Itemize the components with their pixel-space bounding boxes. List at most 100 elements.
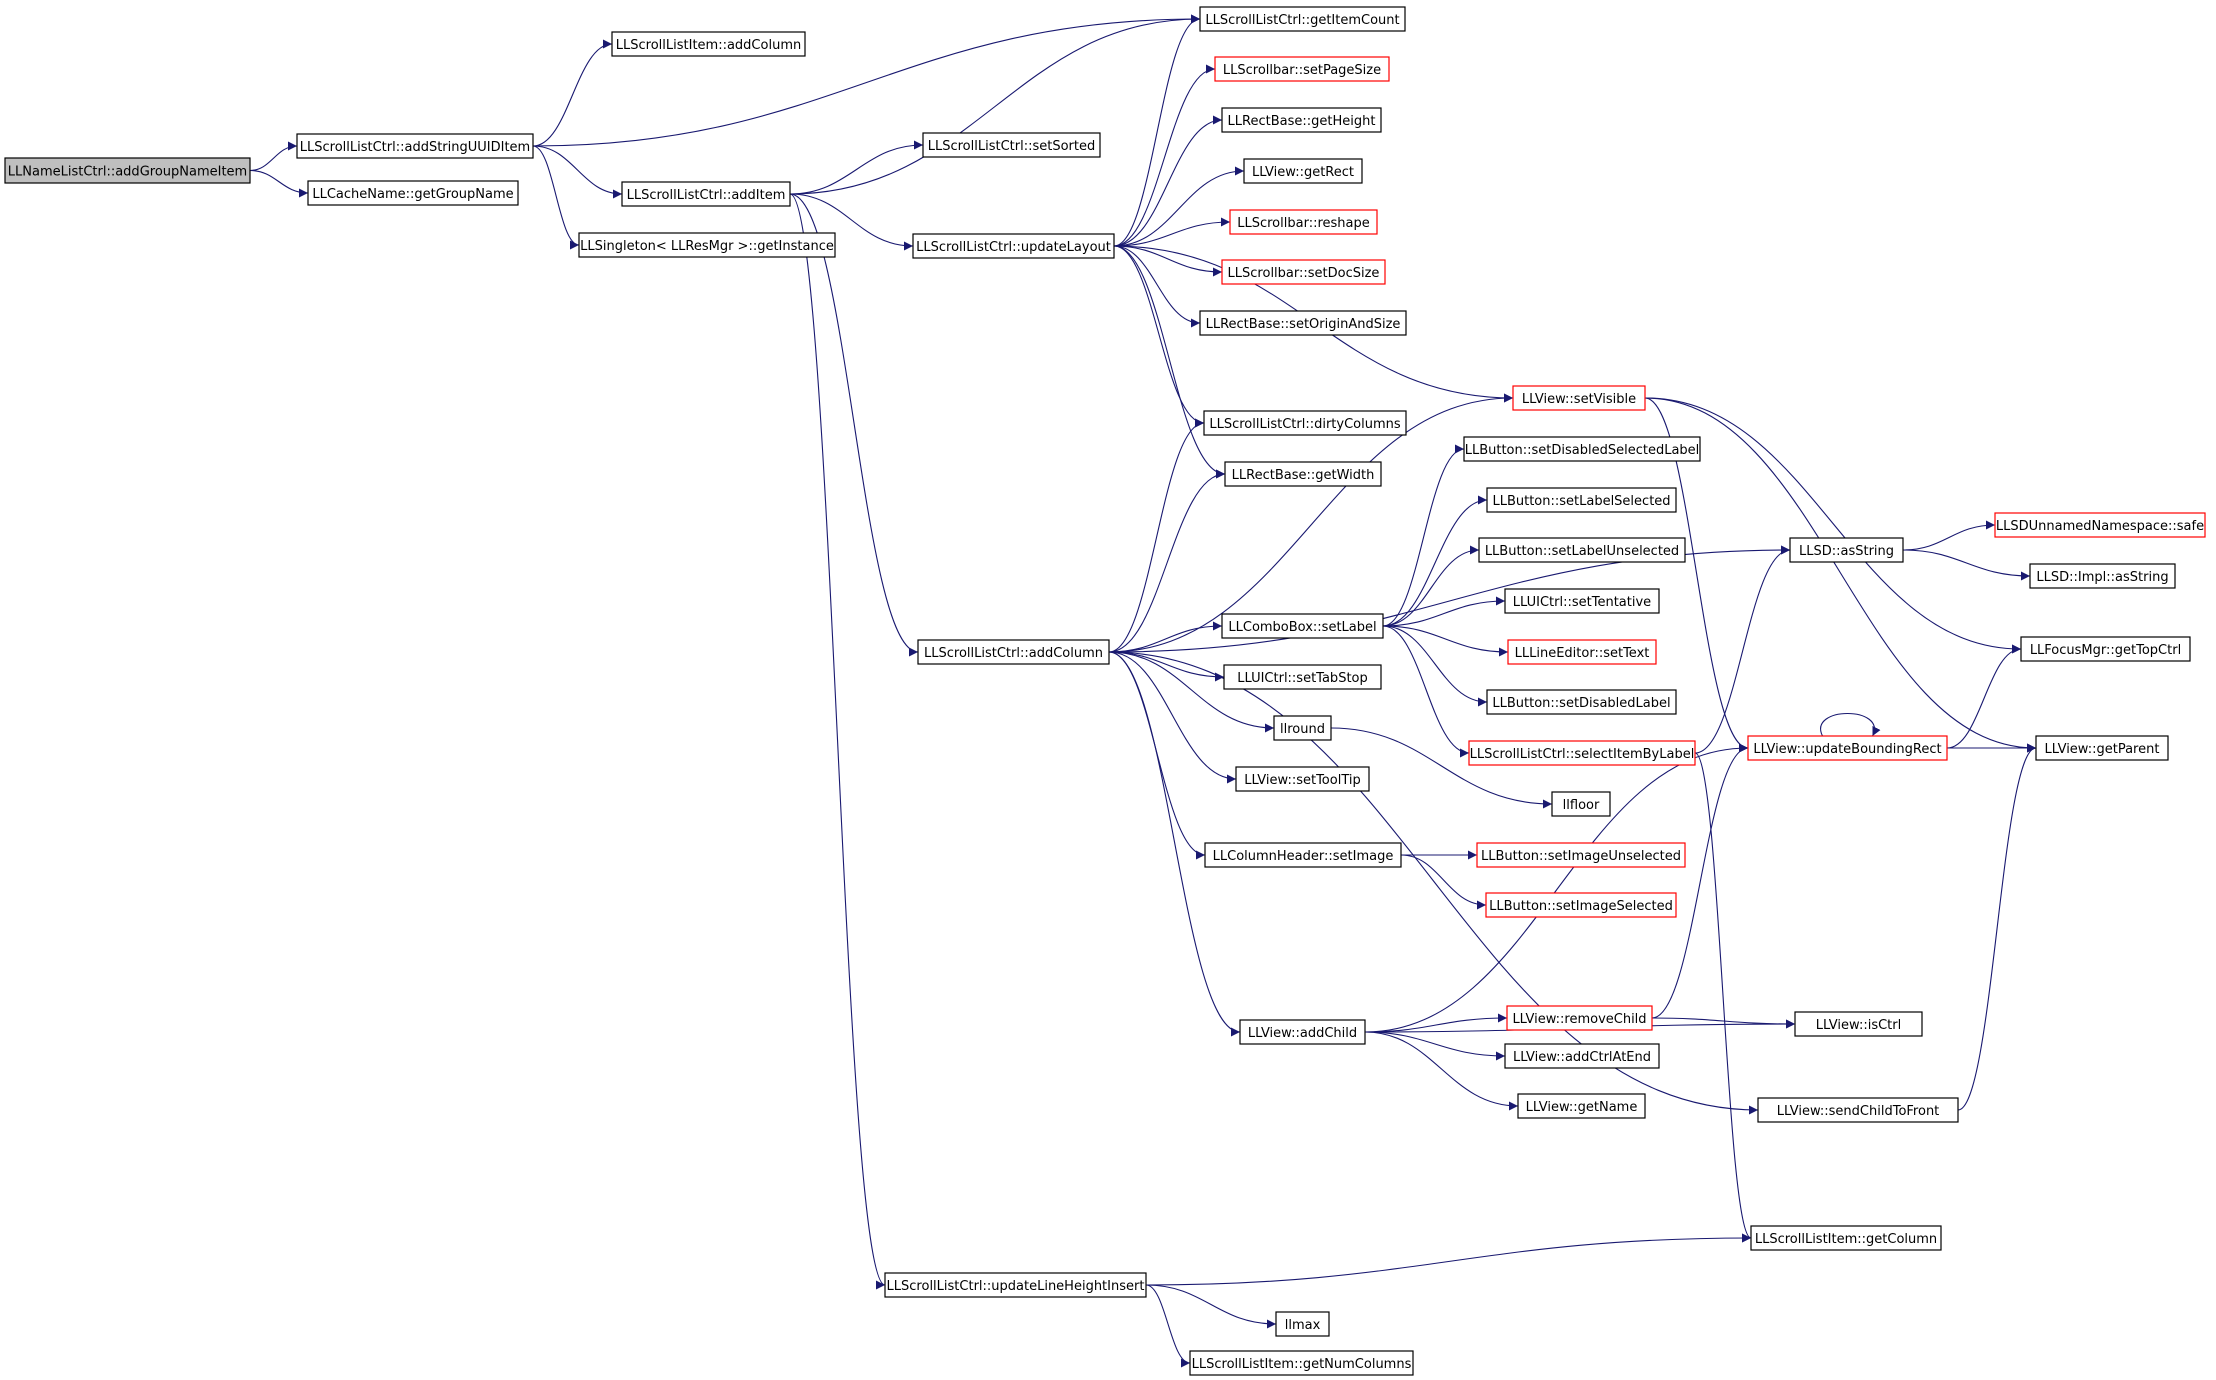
node-box xyxy=(1273,715,1332,741)
node-llrectbase-getheight[interactable]: LLRectBase::getHeight xyxy=(1221,107,1382,133)
node-llbutton-setimageselected[interactable]: LLButton::setImageSelected xyxy=(1485,892,1677,918)
node-llscrolllistctrl-dirtycolumns[interactable]: LLScrollListCtrl::dirtyColumns xyxy=(1203,410,1407,436)
node-llcolumnheader-setimage[interactable]: LLColumnHeader::setImage xyxy=(1204,842,1402,868)
node-llscrolllistctrl-addstringuuiditem[interactable]: LLScrollListCtrl::addStringUUIDItem xyxy=(296,133,534,159)
node-llrectbase-setoriginandsize[interactable]: LLRectBase::setOriginAndSize xyxy=(1199,310,1407,336)
node-box xyxy=(1507,639,1657,665)
node-llsd-impl-asstring[interactable]: LLSD::Impl::asString xyxy=(2029,563,2176,589)
node-box xyxy=(2020,636,2191,662)
node-llview-sendchildtofront[interactable]: LLView::sendChildToFront xyxy=(1757,1097,1959,1123)
edge-llcombobox-setlabel-to-llbutton-setdisabledselectedlabel xyxy=(1382,444,1465,627)
node-label: LLScrollListItem::getNumColumns xyxy=(1192,1357,1412,1372)
node-box xyxy=(1214,56,1390,82)
node-llview-removechild[interactable]: LLView::removeChild xyxy=(1506,1005,1653,1031)
node-box xyxy=(1994,512,2206,538)
node-label: LLButton::setImageSelected xyxy=(1489,899,1673,914)
node-llbutton-setimageunselected[interactable]: LLButton::setImageUnselected xyxy=(1476,842,1686,868)
node-box xyxy=(307,180,519,206)
node-llscrolllistctrl-updatelayout[interactable]: LLScrollListCtrl::updateLayout xyxy=(912,233,1115,259)
edge-llnamelistctrl-addgroupnameitem-to-llcachename-getgroupname xyxy=(249,169,309,198)
edge-llview-setvisible-to-llview-updateboundingrect xyxy=(1644,397,1749,753)
node-box xyxy=(611,31,806,57)
node-lluictrl-settentative[interactable]: LLUICtrl::setTentative xyxy=(1504,588,1660,614)
edge-llcolumnheader-setimage-to-llbutton-setimageselected xyxy=(1400,854,1487,910)
node-label: LLView::getParent xyxy=(2045,742,2160,757)
node-box xyxy=(1199,310,1407,336)
node-label: LLSD::Impl::asString xyxy=(2036,570,2168,585)
edge-llview-setvisible-to-llview-getparent xyxy=(1644,397,2037,753)
node-llscrollbar-reshape[interactable]: LLScrollbar::reshape xyxy=(1229,209,1378,235)
node-llscrolllistitem-getnumcolumns[interactable]: LLScrollListItem::getNumColumns xyxy=(1189,1350,1414,1376)
node-llround[interactable]: llround xyxy=(1273,715,1332,741)
node-llscrollbar-setdocsize[interactable]: LLScrollbar::setDocSize xyxy=(1221,259,1386,285)
edge-llscrolllistctrl-addcolumn-to-llcombobox-setlabel xyxy=(1108,621,1223,653)
node-llsd-asstring[interactable]: LLSD::asString xyxy=(1789,537,1904,563)
node-llscrolllistctrl-addcolumn[interactable]: LLScrollListCtrl::addColumn xyxy=(917,639,1110,665)
node-llscrolllistitem-getcolumn[interactable]: LLScrollListItem::getColumn xyxy=(1750,1225,1942,1251)
node-llview-getname[interactable]: LLView::getName xyxy=(1517,1093,1646,1119)
node-llscrollbar-setpagesize[interactable]: LLScrollbar::setPageSize xyxy=(1214,56,1390,82)
node-box xyxy=(1189,1350,1414,1376)
edge-llcombobox-setlabel-to-llbutton-setlabelunselected xyxy=(1382,545,1480,627)
node-box xyxy=(1463,436,1701,462)
node-llview-setvisible[interactable]: LLView::setVisible xyxy=(1512,385,1646,411)
node-box xyxy=(1275,1311,1330,1337)
node-label: LLView::getName xyxy=(1526,1100,1638,1115)
node-llview-getparent[interactable]: LLView::getParent xyxy=(2035,735,2169,761)
edge-llsd-asstring-to-llsd-impl-asstring xyxy=(1902,549,2031,581)
node-label: LLUICtrl::setTentative xyxy=(1513,595,1651,610)
node-llview-addchild[interactable]: LLView::addChild xyxy=(1239,1019,1366,1045)
node-llfocusmgr-gettopctrl[interactable]: LLFocusMgr::getTopCtrl xyxy=(2020,636,2191,662)
edge-llscrolllistctrl-addstringuuiditem-to-llscrolllistctrl-getitemcount xyxy=(532,14,1201,147)
node-label: llround xyxy=(1280,722,1325,737)
node-llbutton-setlabelselected[interactable]: LLButton::setLabelSelected xyxy=(1486,487,1677,513)
edge-llscrolllistctrl-additem-to-llscrolllistctrl-updatelineheightinsert xyxy=(789,193,886,1290)
node-llrectbase-getwidth[interactable]: LLRectBase::getWidth xyxy=(1224,461,1382,487)
edge-llscrolllistctrl-updatelineheightinsert-to-llscrolllistitem-getnumcolumns xyxy=(1145,1284,1191,1368)
node-lluictrl-settabstop[interactable]: LLUICtrl::setTabStop xyxy=(1223,664,1382,690)
node-box xyxy=(1203,410,1407,436)
edge-llscrolllistctrl-updatelineheightinsert-to-llmax xyxy=(1145,1284,1277,1329)
node-llview-settooltip[interactable]: LLView::setToolTip xyxy=(1235,766,1370,792)
node-llcachename-getgroupname[interactable]: LLCacheName::getGroupName xyxy=(307,180,519,206)
node-llsdunnamednamespace-safe[interactable]: LLSDUnnamedNamespace::safe xyxy=(1994,512,2206,538)
node-llnamelistctrl-addgroupnameitem[interactable]: LLNameListCtrl::addGroupNameItem xyxy=(4,157,251,184)
node-label: LLButton::setDisabledSelectedLabel xyxy=(1465,443,1700,458)
node-llview-getrect[interactable]: LLView::getRect xyxy=(1243,158,1363,184)
node-box xyxy=(621,181,791,207)
node-lllineeditor-settext[interactable]: LLLineEditor::setText xyxy=(1507,639,1657,665)
node-label: LLScrollListCtrl::selectItemByLabel xyxy=(1470,747,1695,762)
node-box xyxy=(1235,766,1370,792)
node-llscrolllistctrl-updatelineheightinsert[interactable]: LLScrollListCtrl::updateLineHeightInsert xyxy=(884,1272,1147,1298)
node-llbutton-setlabelunselected[interactable]: LLButton::setLabelUnselected xyxy=(1478,537,1686,563)
node-llview-addctrlatend[interactable]: LLView::addCtrlAtEnd xyxy=(1504,1043,1660,1069)
node-llbutton-setdisabledselectedlabel[interactable]: LLButton::setDisabledSelectedLabel xyxy=(1463,436,1701,462)
node-llscrolllistitem-addcolumn[interactable]: LLScrollListItem::addColumn xyxy=(611,31,806,57)
node-llsingleton-llresmgr-getinstance[interactable]: LLSingleton< LLResMgr >::getInstance xyxy=(578,232,836,258)
node-llmax[interactable]: llmax xyxy=(1275,1311,1330,1337)
node-llbutton-setdisabledlabel[interactable]: LLButton::setDisabledLabel xyxy=(1486,689,1677,715)
edge-llscrolllistctrl-updatelayout-to-llscrollbar-setdocsize xyxy=(1113,245,1223,277)
node-llscrolllistctrl-setsorted[interactable]: LLScrollListCtrl::setSorted xyxy=(922,132,1101,158)
node-llcombobox-setlabel[interactable]: LLComboBox::setLabel xyxy=(1221,613,1384,639)
node-box xyxy=(917,639,1110,665)
node-label: LLRectBase::getWidth xyxy=(1232,468,1375,483)
node-llfloor[interactable]: llfloor xyxy=(1551,791,1611,817)
edge-llscrolllistctrl-updatelayout-to-llscrollbar-setpagesize xyxy=(1113,64,1216,247)
node-llscrolllistctrl-selectitembylabel[interactable]: LLScrollListCtrl::selectItemByLabel xyxy=(1468,740,1696,766)
node-llscrolllistctrl-additem[interactable]: LLScrollListCtrl::addItem xyxy=(621,181,791,207)
node-label: LLView::setToolTip xyxy=(1244,773,1360,788)
edge-llscrolllistctrl-addcolumn-to-llsd-asstring xyxy=(1108,545,1791,653)
node-box xyxy=(1223,664,1382,690)
node-llview-isctrl[interactable]: LLView::isCtrl xyxy=(1794,1011,1923,1037)
node-box xyxy=(1551,791,1611,817)
edge-llscrolllistctrl-addcolumn-to-llview-sendchildtofront xyxy=(1108,651,1759,1115)
node-box xyxy=(1476,842,1686,868)
node-box xyxy=(2035,735,2169,761)
node-llscrolllistctrl-getitemcount[interactable]: LLScrollListCtrl::getItemCount xyxy=(1199,6,1406,32)
node-label: LLScrollListCtrl::updateLineHeightInsert xyxy=(887,1279,1145,1294)
node-box xyxy=(1485,892,1677,918)
node-box xyxy=(1199,6,1406,32)
node-llview-updateboundingrect[interactable]: LLView::updateBoundingRect xyxy=(1747,735,1948,761)
node-label: LLSingleton< LLResMgr >::getInstance xyxy=(580,239,834,254)
